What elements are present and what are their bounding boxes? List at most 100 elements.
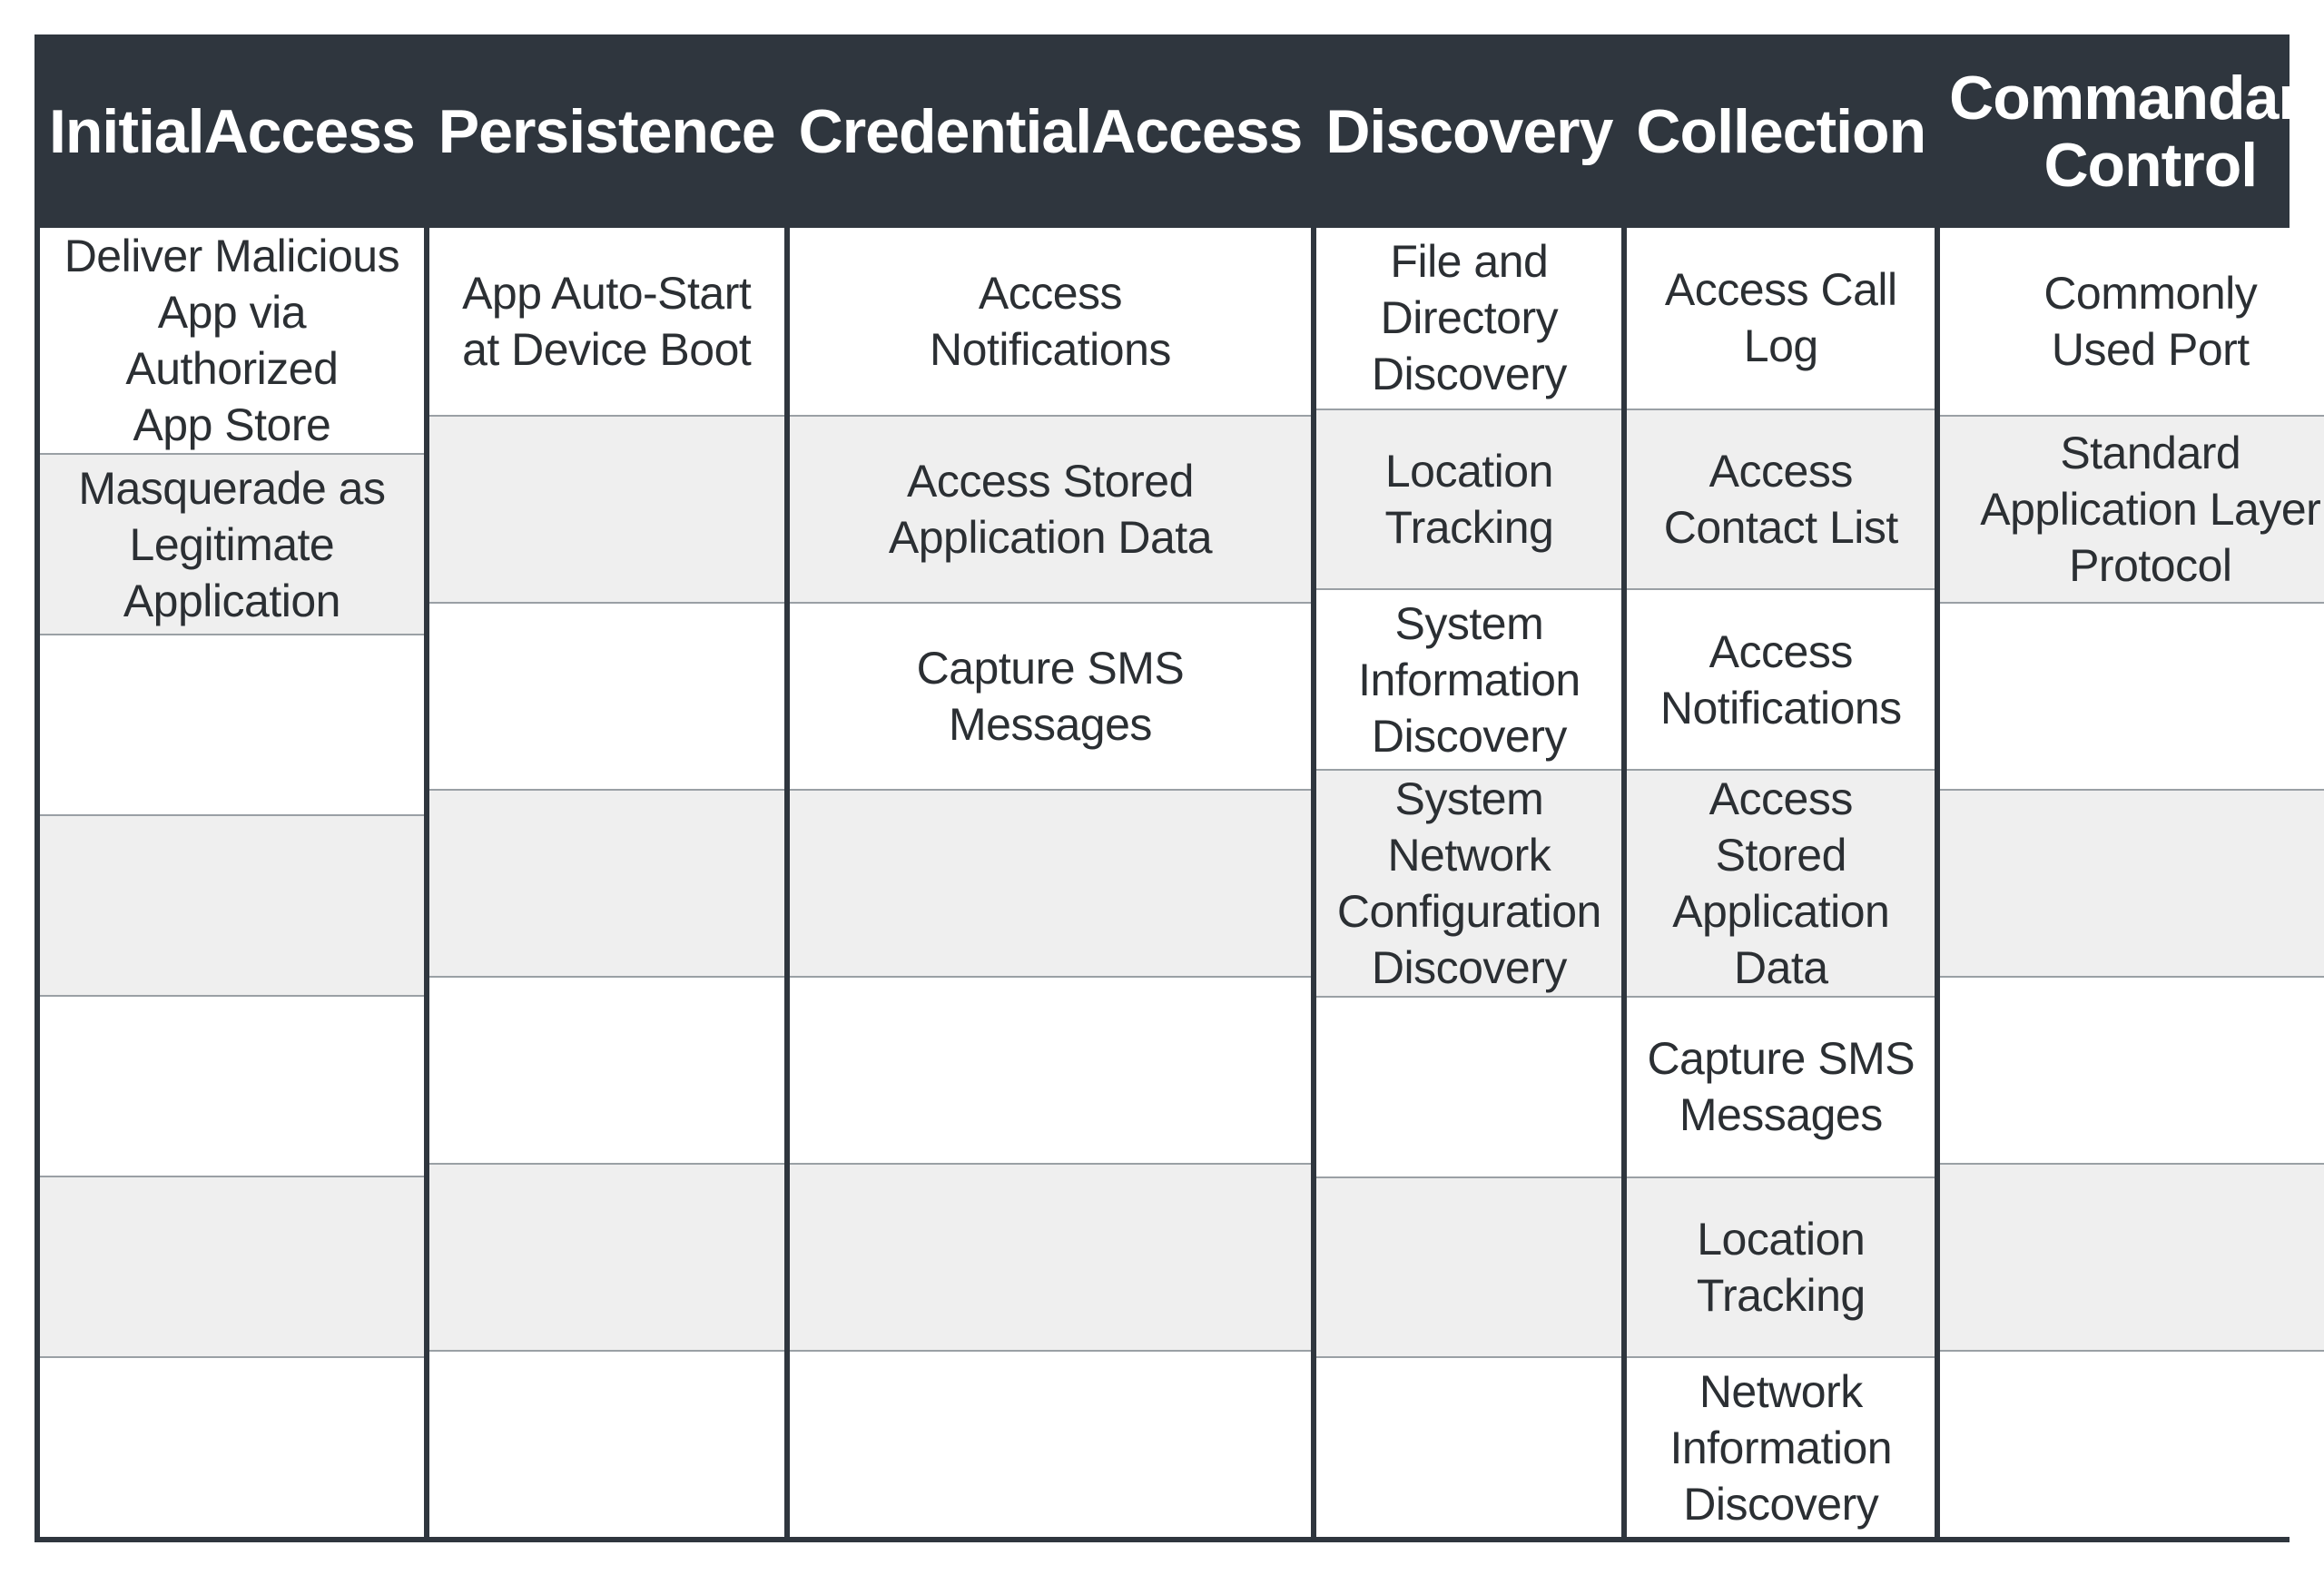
technique-line: Access xyxy=(1709,445,1854,497)
empty-cell xyxy=(428,602,784,789)
technique-line: Standard xyxy=(2060,428,2241,478)
header-line: Access xyxy=(203,96,416,166)
empty-cell xyxy=(1316,1356,1622,1537)
header-line: Command xyxy=(1949,63,2245,133)
empty-cell xyxy=(789,1350,1312,1537)
technique-line: Configuration xyxy=(1336,886,1601,937)
header-persistence: Persistence xyxy=(429,34,784,228)
technique-line: Used Port xyxy=(2051,324,2250,375)
technique-label: Access Call Log xyxy=(1643,261,1918,374)
header-line: Discovery xyxy=(1325,96,1613,166)
header-line: and Control xyxy=(2043,63,2324,200)
technique-cell: Access Call Log xyxy=(1627,228,1935,409)
technique-line: Legitimate xyxy=(129,518,335,570)
attack-matrix: InitialAccess Persistence CredentialAcce… xyxy=(34,34,2324,1542)
empty-cell xyxy=(428,1350,784,1537)
technique-line: Access Stored xyxy=(907,456,1194,507)
technique-cell: Location Tracking xyxy=(1627,1176,1935,1357)
technique-line: Access xyxy=(978,268,1123,319)
header-line: Access xyxy=(1091,96,1303,166)
technique-line: Application Data xyxy=(1672,886,1890,993)
technique-line: Contact List xyxy=(1663,501,1899,553)
empty-cell xyxy=(1940,1163,2324,1350)
empty-cell xyxy=(1940,789,2324,976)
technique-line: Protocol xyxy=(2069,540,2232,591)
technique-line: Messages xyxy=(1679,1089,1883,1141)
empty-cell xyxy=(40,1176,424,1356)
technique-line: File and Directory xyxy=(1380,236,1559,344)
empty-cell xyxy=(428,1163,784,1350)
technique-line: Messages xyxy=(949,699,1152,750)
technique-line: Information xyxy=(1669,1422,1893,1473)
technique-line: Capture SMS xyxy=(1647,1033,1915,1085)
technique-line: Access Call Log xyxy=(1664,264,1897,372)
technique-line: App Store xyxy=(133,399,331,450)
technique-line: Discovery xyxy=(1371,710,1567,762)
empty-cell xyxy=(40,995,424,1176)
technique-line: Discovery xyxy=(1683,1478,1879,1530)
empty-cell xyxy=(789,976,1312,1163)
empty-cell xyxy=(428,976,784,1163)
header-collection: Collection xyxy=(1627,34,1935,228)
technique-line: Commonly xyxy=(2043,268,2258,319)
empty-cell xyxy=(1940,602,2324,789)
empty-cell xyxy=(789,1163,1312,1350)
empty-cell xyxy=(789,789,1312,976)
technique-line: Information xyxy=(1358,654,1581,705)
technique-line: Masquerade as xyxy=(78,462,386,514)
header-credential-access: CredentialAccess xyxy=(790,34,1312,228)
technique-label: Location Tracking xyxy=(1643,1211,1918,1324)
technique-line: Discovery xyxy=(1371,349,1567,400)
header-line: Credential xyxy=(798,96,1093,166)
technique-line: Network xyxy=(1699,1365,1863,1417)
empty-cell xyxy=(40,814,424,995)
technique-line: System xyxy=(1394,597,1544,649)
technique-line: App Auto-Start xyxy=(462,268,752,319)
header-discovery: Discovery xyxy=(1316,34,1621,228)
empty-cell xyxy=(1940,1350,2324,1537)
empty-cell xyxy=(1316,996,1622,1176)
header-command-and-control: Commandand Control xyxy=(1940,34,2324,228)
header-line: Initial xyxy=(49,96,205,166)
technique-line: App via Authorized xyxy=(125,287,339,394)
empty-cell xyxy=(428,789,784,976)
technique-line: Access Stored xyxy=(1709,773,1854,881)
empty-cell xyxy=(1940,976,2324,1163)
empty-cell xyxy=(428,415,784,602)
technique-line: Application Layer xyxy=(1980,484,2321,535)
technique-line: Location Tracking xyxy=(1384,445,1554,553)
technique-line: Notifications xyxy=(1659,682,1902,733)
header-line: Persistence xyxy=(438,96,776,166)
